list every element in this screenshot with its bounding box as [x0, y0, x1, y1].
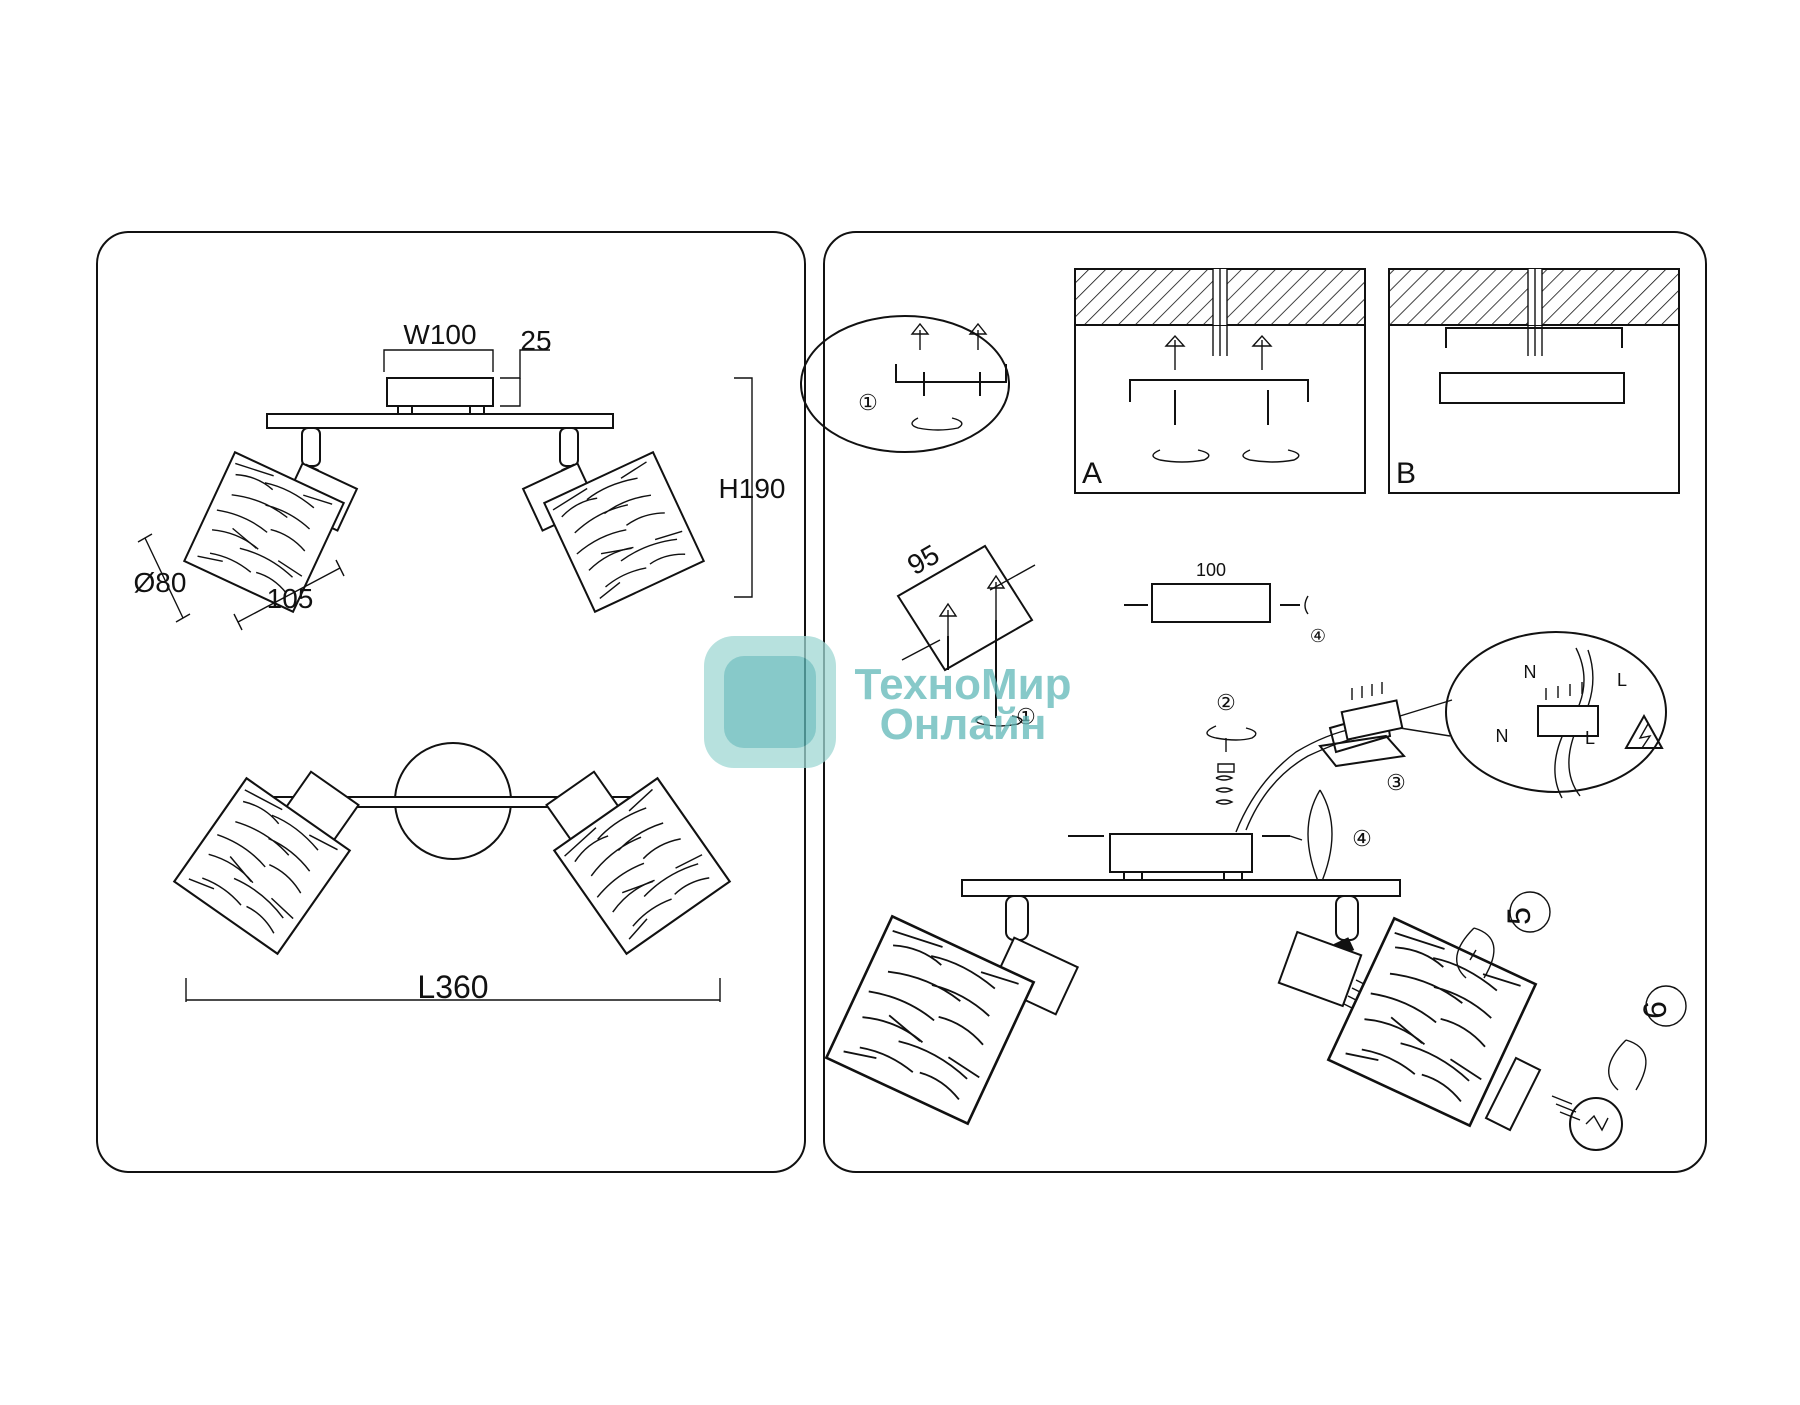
fixture-bar — [961, 879, 1401, 897]
wiring-live-bottom: L — [1585, 728, 1595, 748]
ceiling-panel-b: B — [1388, 268, 1680, 494]
canopy-cover — [1109, 833, 1253, 873]
shade-length-dimension: 105 — [267, 583, 314, 614]
width-dimension: W100 — [403, 319, 476, 350]
canopy-box — [386, 377, 494, 407]
canopy-box-drawing: 100 ④ — [1124, 560, 1326, 646]
step-one-marker-bracket: ① — [1016, 704, 1036, 729]
step-one-marker: ① — [858, 390, 878, 415]
dimension-lines: W100 25 H190 Ø80 105 — [134, 319, 786, 631]
ceiling-panel-a: A — [1074, 268, 1366, 494]
wiring-assembly-drawing: ② ③ — [1206, 682, 1406, 833]
shade-ring — [1484, 1056, 1542, 1132]
watermark-line-1: ТехноМир — [854, 660, 1071, 709]
high-voltage-icon — [1624, 713, 1664, 749]
front-view-drawing — [183, 377, 705, 613]
dimensions-panel-frame — [96, 231, 806, 1173]
top-view-drawing: L360 — [173, 742, 731, 1005]
watermark: ТехноМир Онлайн — [704, 636, 1072, 768]
wiring-live-top: L — [1617, 670, 1627, 690]
step-four-marker: ④ — [1352, 826, 1372, 851]
mounting-bar — [266, 413, 614, 429]
diameter-dimension: Ø80 — [134, 567, 187, 598]
panel-a-label: A — [1082, 457, 1102, 490]
depth-dimension: 25 — [520, 325, 551, 356]
watermark-line-2: Онлайн — [880, 700, 1047, 749]
dimensions-panel: W100 25 H190 Ø80 105 L360 — [96, 231, 806, 1173]
length-dimension: L360 — [417, 969, 488, 1005]
installation-panel: ① A B — [800, 231, 1707, 1173]
wiring-detail-bubble: N L N L — [1399, 631, 1667, 799]
step-five-marker: 5 — [1501, 907, 1537, 925]
box-width-dimension: 100 — [1196, 560, 1226, 580]
step-six-marker: 6 — [1637, 1001, 1673, 1019]
height-dimension: H190 — [719, 473, 786, 504]
step-three-marker: ③ — [1386, 770, 1406, 795]
wiring-neutral-bottom: N — [1496, 726, 1509, 746]
fixture-assembly-drawing: ④ 5 6 — [825, 789, 1687, 1151]
wiring-neutral-top: N — [1524, 662, 1537, 682]
step-two-marker: ② — [1216, 690, 1236, 715]
panel-b-label: B — [1396, 457, 1416, 490]
light-bulb-icon — [1569, 1097, 1623, 1151]
bracket-spacing-dimension: 95 — [902, 539, 944, 581]
step-four-marker-small: ④ — [1310, 626, 1326, 646]
step-one-oval: ① — [800, 315, 1010, 453]
